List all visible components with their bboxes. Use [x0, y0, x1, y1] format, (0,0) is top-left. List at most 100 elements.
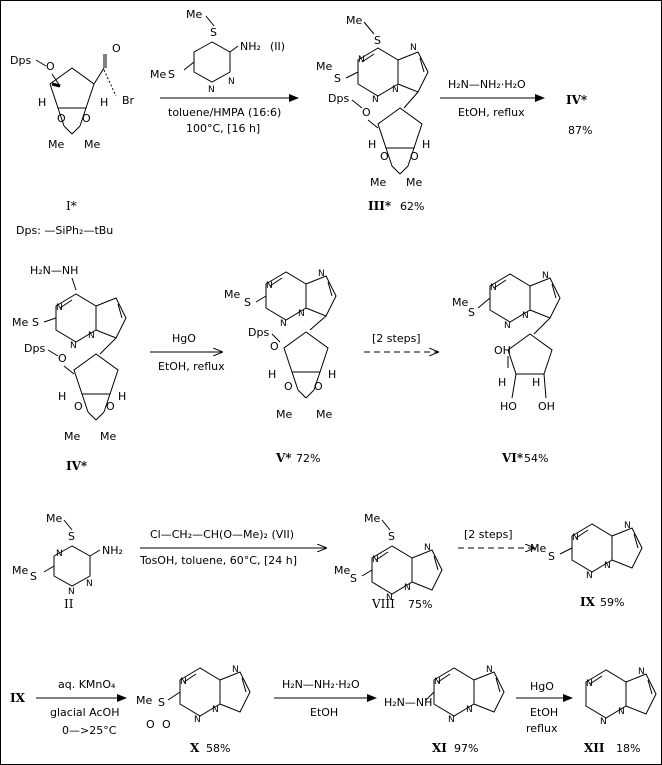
- svg-text:59%: 59%: [600, 596, 624, 609]
- svg-text:N: N: [434, 677, 441, 687]
- svg-text:N: N: [504, 321, 511, 331]
- svg-text:XII: XII: [584, 741, 605, 755]
- svg-text:S: S: [68, 530, 75, 543]
- svg-text:glacial AcOH: glacial AcOH: [50, 706, 120, 719]
- svg-text:58%: 58%: [206, 742, 230, 755]
- svg-text:HgO: HgO: [172, 332, 196, 345]
- svg-text:S: S: [30, 570, 37, 583]
- svg-text:EtOH: EtOH: [310, 706, 338, 719]
- compound-VIII: Me S S Me N N N N VIII 75%: [334, 512, 443, 611]
- svg-text:O: O: [57, 112, 66, 125]
- svg-text:O: O: [380, 150, 389, 163]
- svg-text:III*: III*: [368, 199, 392, 213]
- svg-text:O: O: [74, 400, 83, 413]
- svg-text:100°C, [16 h]: 100°C, [16 h]: [186, 122, 260, 135]
- aldehyde-o: O: [112, 42, 121, 55]
- svg-text:N: N: [586, 679, 593, 689]
- svg-text:N: N: [266, 281, 273, 291]
- svg-text:18%: 18%: [616, 742, 640, 755]
- compound-I: Dps O O Br H H O O Me Me I* Dps: —SiPh₂—…: [10, 42, 135, 237]
- svg-text:S: S: [548, 550, 555, 563]
- svg-text:Dps: Dps: [248, 326, 269, 339]
- svg-text:Me: Me: [364, 512, 380, 525]
- svg-text:HgO: HgO: [530, 680, 554, 693]
- svg-text:N: N: [638, 667, 645, 677]
- svg-text:Me: Me: [346, 14, 362, 27]
- svg-text:O: O: [270, 340, 279, 353]
- svg-text:HO: HO: [500, 400, 517, 413]
- svg-text:EtOH, reflux: EtOH, reflux: [458, 106, 525, 119]
- svg-text:N: N: [392, 85, 399, 95]
- compound-IV: H₂N—NH S Me N N N Dps O H H O O Me Me IV…: [12, 264, 127, 473]
- svg-text:54%: 54%: [524, 452, 548, 465]
- svg-text:Cl—CH₂—CH(O—Me)₂ (VII): Cl—CH₂—CH(O—Me)₂ (VII): [150, 528, 294, 541]
- svg-text:H: H: [268, 368, 276, 381]
- svg-text:Me: Me: [136, 694, 152, 707]
- svg-text:(II): (II): [270, 40, 285, 53]
- svg-text:H: H: [368, 138, 376, 151]
- svg-text:[2 steps]: [2 steps]: [464, 528, 513, 541]
- svg-text:Me: Me: [46, 512, 62, 525]
- svg-text:OH: OH: [538, 400, 555, 413]
- svg-text:62%: 62%: [400, 200, 424, 213]
- svg-text:S: S: [32, 316, 39, 329]
- svg-text:XI: XI: [432, 741, 447, 755]
- compound-XI: H₂N—NH N N N N XI 97%: [384, 665, 505, 755]
- svg-text:Me: Me: [370, 176, 386, 189]
- svg-text:Me: Me: [48, 138, 64, 151]
- svg-text:Me: Me: [224, 288, 240, 301]
- svg-text:Me: Me: [64, 430, 80, 443]
- svg-text:O: O: [46, 60, 55, 73]
- svg-text:N: N: [586, 571, 593, 581]
- svg-text:reflux: reflux: [526, 722, 558, 735]
- svg-text:Me: Me: [84, 138, 100, 151]
- svg-text:N: N: [486, 665, 493, 675]
- svg-text:IX: IX: [580, 595, 596, 609]
- svg-text:O: O: [410, 150, 419, 163]
- svg-text:Me: Me: [316, 60, 332, 73]
- compound-XII: N N N N XII 18%: [584, 667, 657, 755]
- svg-text:Me: Me: [150, 68, 166, 81]
- compound-V: S Me N N N N Dps O H H O O Me Me V* 72%: [224, 269, 337, 465]
- svg-text:72%: 72%: [296, 452, 320, 465]
- svg-text:N: N: [618, 707, 625, 717]
- svg-text:EtOH: EtOH: [530, 706, 558, 719]
- svg-text:N: N: [280, 319, 287, 329]
- svg-text:N: N: [386, 593, 393, 603]
- svg-text:N: N: [358, 55, 365, 65]
- svg-text:N: N: [212, 705, 219, 715]
- svg-text:H: H: [38, 96, 46, 109]
- svg-text:H₂N—NH₂·H₂O: H₂N—NH₂·H₂O: [282, 678, 360, 691]
- svg-text:S: S: [334, 72, 341, 85]
- svg-text:H: H: [118, 390, 126, 403]
- svg-text:75%: 75%: [408, 598, 432, 611]
- svg-text:O: O: [162, 718, 171, 731]
- svg-text:[2 steps]: [2 steps]: [372, 332, 421, 345]
- svg-text:H: H: [498, 376, 506, 389]
- svg-text:Me: Me: [406, 176, 422, 189]
- svg-text:N: N: [372, 95, 379, 105]
- svg-text:H: H: [100, 96, 108, 109]
- svg-text:S: S: [168, 68, 175, 81]
- svg-text:NH₂: NH₂: [102, 544, 123, 557]
- svg-text:aq. KMnO₄: aq. KMnO₄: [58, 678, 116, 691]
- svg-text:N: N: [88, 331, 95, 341]
- svg-text:S: S: [350, 572, 357, 585]
- start-IX: IX: [10, 691, 26, 705]
- svg-text:EtOH, reflux: EtOH, reflux: [158, 360, 225, 373]
- svg-text:TosOH, toluene, 60°C, [24 h]: TosOH, toluene, 60°C, [24 h]: [139, 554, 297, 567]
- svg-text:H: H: [422, 138, 430, 151]
- svg-text:Me: Me: [276, 408, 292, 421]
- svg-text:VI*: VI*: [501, 451, 524, 465]
- svg-text:N: N: [56, 303, 63, 313]
- svg-text:Me: Me: [12, 316, 28, 329]
- svg-text:N: N: [448, 715, 455, 725]
- svg-text:N: N: [572, 533, 579, 543]
- svg-text:N: N: [490, 283, 497, 293]
- svg-text:O: O: [106, 400, 115, 413]
- svg-text:O: O: [146, 718, 155, 731]
- svg-text:N: N: [318, 269, 325, 279]
- svg-text:S: S: [158, 696, 165, 709]
